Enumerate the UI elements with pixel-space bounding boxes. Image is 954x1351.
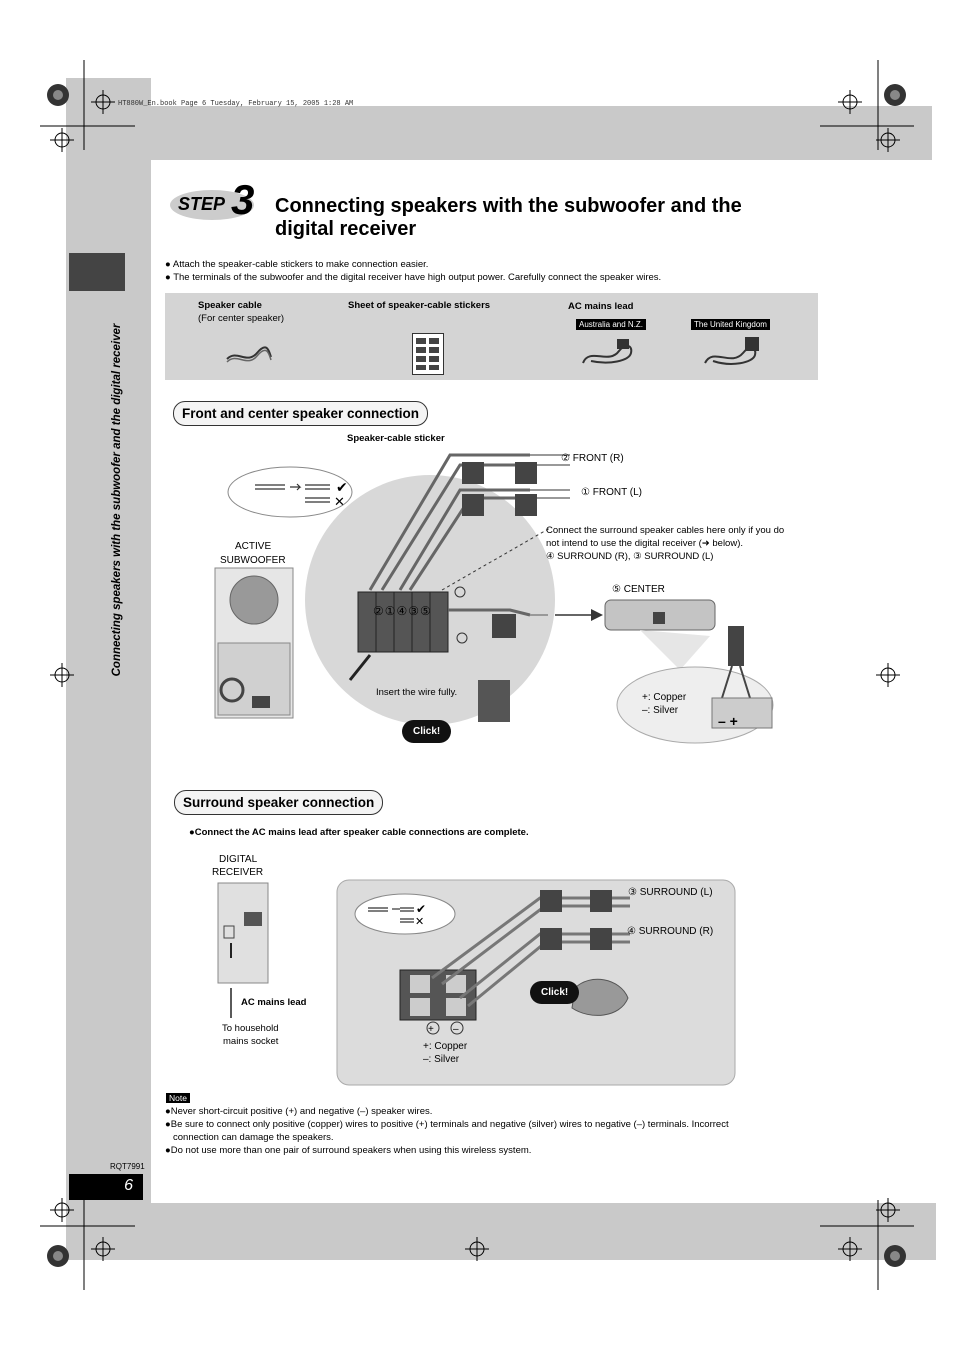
note-item-2-text: Be sure to connect only positive (copper… <box>170 1119 729 1130</box>
top-band <box>66 106 932 160</box>
note-item-3: ●Do not use more than one pair of surrou… <box>165 1145 532 1156</box>
household-label-2: mains socket <box>223 1036 279 1047</box>
front-diagram: ✔ ✕ – + <box>214 453 774 744</box>
receiver-label-2: RECEIVER <box>212 867 264 878</box>
page-title-line1: Connecting speakers with the subwoofer a… <box>275 195 742 217</box>
surround-note-2: not intend to use the digital receiver (… <box>546 538 744 549</box>
note-item-2-cont: connection can damage the speakers. <box>173 1132 334 1143</box>
step-badge: STEP 3 <box>168 176 263 224</box>
svg-text:✕: ✕ <box>415 915 424 928</box>
silver-label-surround: –: Silver <box>423 1054 460 1065</box>
front-l-label: ① FRONT (L) <box>581 487 643 498</box>
surround-section-heading: Surround speaker connection <box>174 790 384 815</box>
center-label: ⑤ CENTER <box>612 584 665 595</box>
accessories-box: Speaker cable (For center speaker) Sheet… <box>165 293 818 380</box>
subwoofer-label-1: ACTIVE <box>235 541 272 552</box>
sticker-sheet-image <box>412 333 444 375</box>
speaker-cable-image <box>226 346 272 363</box>
model-code: RQT7991 <box>110 1162 145 1171</box>
svg-text:– +: – + <box>718 713 738 729</box>
svg-text:+: + <box>428 1024 434 1035</box>
copper-label-front: +: Copper <box>642 692 687 703</box>
file-header: HT880W_En.book Page 6 Tuesday, February … <box>118 100 354 108</box>
surround-note-3: ④ SURROUND (R), ③ SURROUND (L) <box>546 551 714 562</box>
svg-text:–: – <box>453 1024 459 1035</box>
page-number-box: 6 <box>69 1174 143 1200</box>
click-badge-front: Click! <box>402 720 452 743</box>
speaker-cable-sub: (For center speaker) <box>198 313 285 324</box>
front-section-heading: Front and center speaker connection <box>173 401 429 426</box>
ac-note-text: Connect the AC mains lead after speaker … <box>194 827 529 838</box>
surround-r-label: ④ SURROUND (R) <box>627 926 714 937</box>
subwoofer-label-2: SUBWOOFER <box>220 555 286 566</box>
intro-bullet-1: ● Attach the speaker-cable stickers to m… <box>165 259 429 270</box>
surround-note-1: Connect the surround speaker cables here… <box>546 525 785 536</box>
note-item-2: ●Be sure to connect only positive (coppe… <box>165 1119 729 1130</box>
insert-wire-label: Insert the wire fully. <box>376 687 458 698</box>
ac-note: ●Connect the AC mains lead after speaker… <box>189 827 529 838</box>
copper-label-surround: +: Copper <box>423 1041 468 1052</box>
ac-lead-label: AC mains lead <box>568 301 634 312</box>
svg-text:✔: ✔ <box>416 902 426 916</box>
step-number: 3 <box>231 176 255 223</box>
speaker-cable-label: Speaker cable <box>198 300 262 311</box>
silver-label-front: –: Silver <box>642 705 679 716</box>
tag-australia: Australia and N.Z. <box>576 319 647 330</box>
ac-lead-au-image <box>582 339 633 364</box>
step-badge-bg <box>170 190 254 220</box>
step-word: STEP <box>178 194 226 214</box>
surround-diagram: ✔ ✕ + – <box>217 879 736 1086</box>
click-badge-surround: Click! <box>530 981 580 1004</box>
sticker-sheet-label: Sheet of speaker-cable stickers <box>348 300 491 311</box>
note-item-1-text: Never short-circuit positive (+) and neg… <box>170 1106 433 1117</box>
terminal-numbers: ②①④③⑤ <box>373 604 432 618</box>
page-number: 6 <box>124 1177 133 1194</box>
svg-text:✔: ✔ <box>336 480 348 496</box>
note-label: Note <box>166 1093 190 1103</box>
intro-bullet-1-text: Attach the speaker-cable stickers to mak… <box>172 259 429 270</box>
tag-uk: The United Kingdom <box>691 319 770 330</box>
svg-text:✕: ✕ <box>334 495 345 510</box>
page-title-line2: digital receiver <box>275 218 417 240</box>
ac-lead-diagram-label: AC mains lead <box>241 997 307 1008</box>
surround-l-label: ③ SURROUND (L) <box>628 887 713 898</box>
intro-bullet-2: ● The terminals of the subwoofer and the… <box>165 272 662 283</box>
sticker-label: Speaker-cable sticker <box>347 433 445 444</box>
intro-bullet-2-text: The terminals of the subwoofer and the d… <box>173 272 662 283</box>
bottom-band <box>66 1203 936 1260</box>
sidebar-tab <box>69 253 125 291</box>
note-item-3-text: Do not use more than one pair of surroun… <box>170 1145 532 1156</box>
household-label-1: To household <box>222 1023 279 1034</box>
sidebar-title: Connecting speakers with the subwoofer a… <box>111 323 123 677</box>
ac-lead-uk-image <box>704 337 759 365</box>
front-r-label: ② FRONT (R) <box>561 453 624 464</box>
receiver-label-1: DIGITAL <box>219 854 258 865</box>
note-item-1: ●Never short-circuit positive (+) and ne… <box>165 1106 433 1117</box>
